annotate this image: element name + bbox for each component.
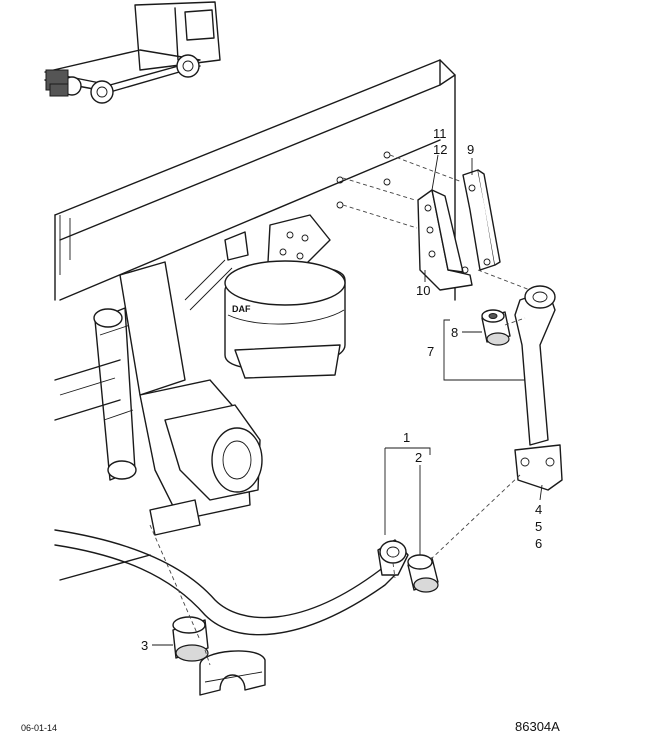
callout-2: 2: [415, 450, 422, 465]
callout-7: 7: [427, 344, 434, 359]
callout-8: 8: [451, 325, 458, 340]
truck-locator-thumbnail: [44, 1, 221, 104]
bar-clamp-bracket: [199, 650, 266, 696]
axle-housing: [54, 231, 263, 536]
air-spring-bellows: DAF: [224, 214, 346, 379]
callout-5: 5: [535, 519, 542, 534]
bushing-part-3: [172, 616, 209, 662]
callout-10: 10: [416, 283, 430, 298]
bracket-part-9: [462, 169, 501, 271]
callout-1: 1: [403, 430, 410, 445]
callout-labels: 1 2 3 4 5 6 7 8 9 10 11 12: [141, 126, 542, 653]
callout-6: 6: [535, 536, 542, 551]
drawing-number: 86304A: [515, 719, 560, 733]
daf-logo: DAF: [232, 304, 251, 314]
bushing-part-8: [481, 309, 511, 346]
callout-11: 11: [433, 126, 447, 141]
callout-3: 3: [141, 638, 148, 653]
footer-date: 06-01-14: [21, 723, 57, 733]
mounting-plate-10: [417, 189, 473, 291]
bushing-part-2: [407, 554, 439, 593]
shock-absorber: [93, 307, 137, 481]
callout-12: 12: [433, 142, 447, 157]
alignment-dashed-lines: [149, 154, 531, 666]
callout-leaders: [152, 154, 543, 646]
link-rod-part-7: [514, 285, 563, 491]
callout-9: 9: [467, 142, 474, 157]
callout-4: 4: [535, 502, 542, 517]
stabilizer-bar: [54, 529, 409, 636]
